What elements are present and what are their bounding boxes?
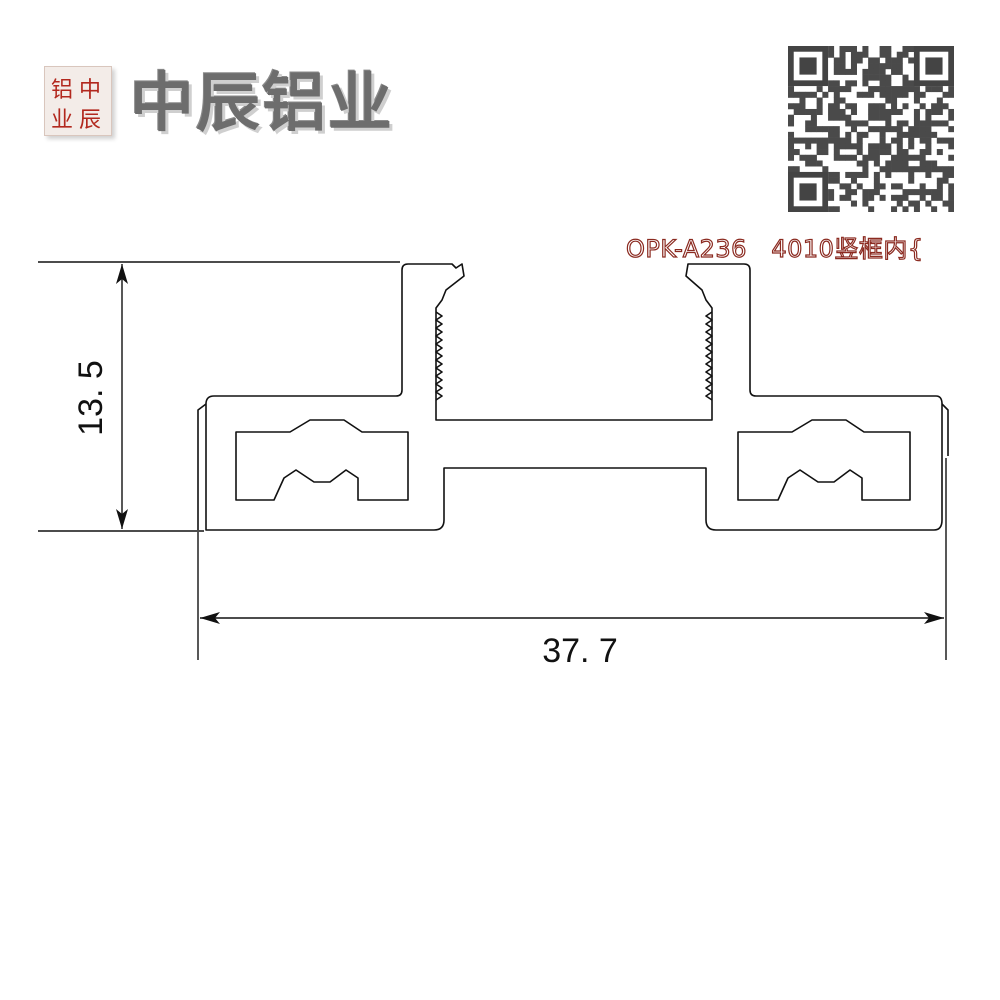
height-dimension-label: 13. 5 bbox=[72, 360, 110, 436]
profile-outline bbox=[205, 263, 943, 531]
product-code: OPK-A236 bbox=[625, 234, 747, 263]
right-chamber bbox=[737, 419, 911, 501]
left-serration bbox=[435, 311, 443, 401]
product-description: 4010竖框内{ bbox=[771, 234, 924, 263]
width-dimension-label: 37. 7 bbox=[542, 632, 618, 670]
product-code-label: OPK-A236 4010竖框内{ bbox=[625, 232, 924, 266]
right-serration bbox=[705, 311, 713, 401]
seal-char: 铝 bbox=[51, 78, 73, 103]
brand-name: 中辰铝业 bbox=[130, 64, 430, 144]
brand-name-text: 中辰铝业 bbox=[130, 67, 394, 141]
qr-code bbox=[788, 46, 955, 213]
left-chamber bbox=[235, 419, 409, 501]
seal-char: 辰 bbox=[79, 108, 101, 133]
seal-char: 业 bbox=[51, 108, 73, 133]
seal-char: 中 bbox=[79, 78, 101, 103]
seal-logo: 铝 中 业 辰 bbox=[44, 66, 112, 136]
